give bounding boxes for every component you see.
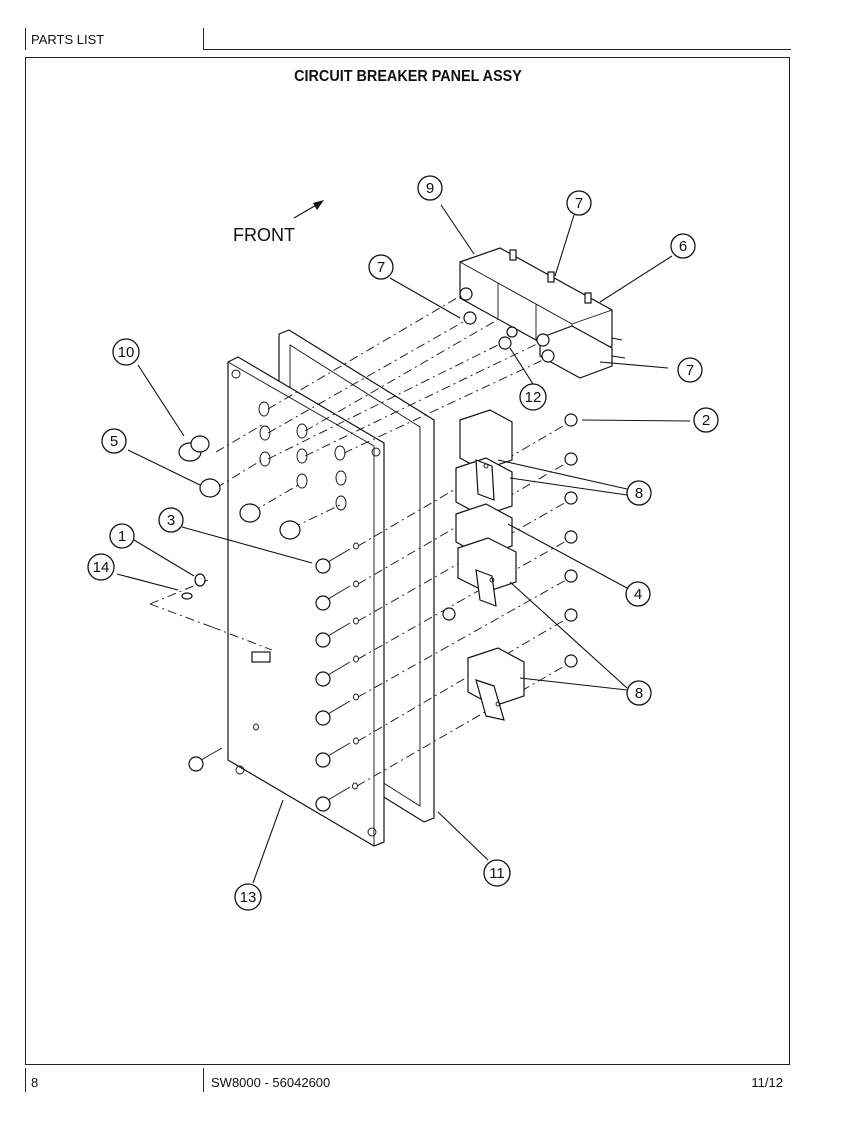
callout-8-lower: 8 <box>626 680 652 706</box>
panel-plate <box>227 356 385 847</box>
circuit-breaker-block <box>459 247 626 379</box>
callout-7-top: 7 <box>566 190 592 216</box>
callout-7-left: 7 <box>368 254 394 280</box>
svg-text:9: 9 <box>426 180 434 197</box>
svg-text:8: 8 <box>635 685 643 702</box>
callout-14: 14 <box>87 553 115 581</box>
toggle-switches <box>455 409 525 721</box>
svg-text:7: 7 <box>686 362 694 379</box>
callout-12: 12 <box>519 383 547 411</box>
svg-text:2: 2 <box>702 412 710 429</box>
revision-date: 11/12 <box>751 1075 783 1090</box>
front-arrow <box>293 203 319 219</box>
page-header: PARTS LIST <box>25 28 791 52</box>
svg-text:11: 11 <box>489 865 505 882</box>
svg-text:13: 13 <box>240 889 257 906</box>
projection-lines <box>149 294 576 787</box>
page-footer: 8 SW8000 - 56042600 11/12 <box>25 1068 791 1096</box>
svg-text:6: 6 <box>679 238 687 255</box>
document-number: SW8000 - 56042600 <box>211 1075 331 1090</box>
svg-text:12: 12 <box>525 389 542 406</box>
footer-divider <box>203 1068 204 1092</box>
svg-text:7: 7 <box>377 259 385 276</box>
callout-13: 13 <box>234 883 262 911</box>
screws <box>188 548 351 812</box>
svg-text:14: 14 <box>93 559 110 576</box>
svg-text:7: 7 <box>575 195 583 212</box>
svg-text:1: 1 <box>118 528 126 545</box>
front-label: FRONT <box>233 225 295 245</box>
svg-text:8: 8 <box>635 485 643 502</box>
nuts <box>442 413 578 668</box>
svg-text:4: 4 <box>634 586 642 603</box>
callout-10: 10 <box>112 338 140 366</box>
header-divider <box>203 28 204 50</box>
page-title: CIRCUIT BREAKER PANEL ASSY <box>294 68 522 85</box>
front-arrow-head <box>313 200 324 210</box>
callout-6: 6 <box>670 233 696 259</box>
callout-11: 11 <box>483 859 511 887</box>
footer-divider <box>25 1068 26 1092</box>
callout-3: 3 <box>158 507 184 533</box>
callout-1: 1 <box>109 523 135 549</box>
header-divider <box>25 28 26 50</box>
callout-4: 4 <box>625 581 651 607</box>
header-rule <box>203 49 791 50</box>
section-label: PARTS LIST <box>31 32 105 47</box>
callout-5: 5 <box>101 428 127 454</box>
callout-7-right: 7 <box>677 357 703 383</box>
callout-9: 9 <box>417 175 443 201</box>
svg-text:3: 3 <box>167 512 175 529</box>
caps-and-stud <box>178 435 301 663</box>
svg-text:10: 10 <box>118 344 135 361</box>
page-number: 8 <box>31 1075 39 1090</box>
leader-lines <box>116 204 691 884</box>
callout-8-upper: 8 <box>626 480 652 506</box>
callout-2: 2 <box>693 407 719 433</box>
drawing-frame <box>25 57 790 1065</box>
svg-text:5: 5 <box>110 433 118 450</box>
